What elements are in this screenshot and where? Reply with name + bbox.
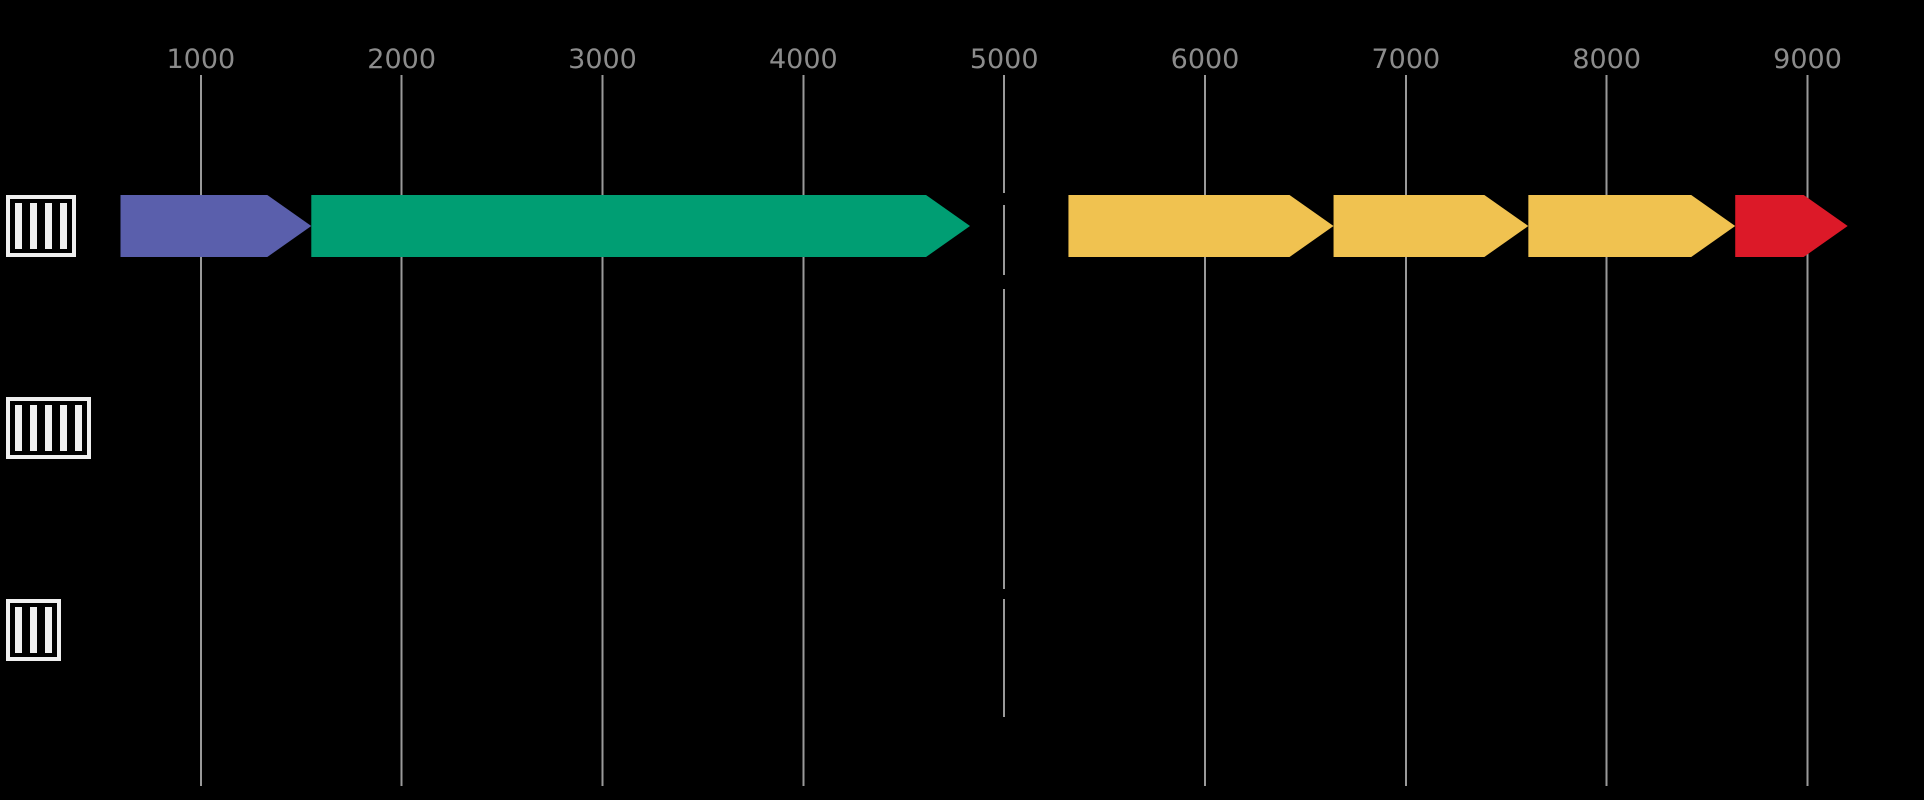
missing-glyph-box (6, 599, 61, 661)
missing-glyph-bar (15, 405, 22, 451)
y-axis-track-labels (6, 195, 91, 661)
feature-arrow-feature-5[interactable] (1528, 195, 1736, 257)
x-tick-label-3000: 3000 (568, 44, 637, 75)
missing-glyph-bar (30, 203, 37, 249)
x-tick-label-9000: 9000 (1773, 44, 1842, 75)
feature-arrows (120, 195, 1848, 257)
x-tick-label-1000: 1000 (166, 44, 235, 75)
missing-glyph-bar (45, 405, 52, 451)
missing-glyph-bar (60, 405, 67, 451)
feature-arrow-feature-3[interactable] (1068, 195, 1334, 257)
gridlines (199, 75, 1809, 786)
missing-glyph-bar (30, 607, 37, 653)
missing-glyph-bar (60, 203, 67, 249)
missing-glyph-bar (15, 607, 22, 653)
x-tick-label-7000: 7000 (1371, 44, 1440, 75)
y-axis-track-label-3 (6, 599, 61, 661)
x-tick-label-6000: 6000 (1171, 44, 1240, 75)
x-tick-label-8000: 8000 (1572, 44, 1641, 75)
x-tick-label-2000: 2000 (367, 44, 436, 75)
feature-arrow-feature-6[interactable] (1735, 195, 1848, 257)
missing-glyph-box (6, 397, 91, 459)
x-tick-label-5000: 5000 (970, 44, 1039, 75)
feature-arrow-feature-1[interactable] (120, 195, 312, 257)
missing-glyph-box (6, 195, 76, 257)
feature-arrow-feature-2[interactable] (311, 195, 971, 257)
missing-glyph-bar (45, 607, 52, 653)
missing-glyph-bar (15, 203, 22, 249)
missing-glyph-bar (30, 405, 37, 451)
y-axis-track-label-2 (6, 397, 91, 459)
missing-glyph-bar (75, 405, 82, 451)
y-axis-track-label-1 (6, 195, 76, 257)
x-axis-tick-labels: 1000 2000 3000 4000 5000 6000 7000 8000 9000 (166, 44, 1841, 75)
x-tick-label-4000: 4000 (769, 44, 838, 75)
missing-glyph-bar (45, 203, 52, 249)
feature-arrow-feature-4[interactable] (1333, 195, 1529, 257)
